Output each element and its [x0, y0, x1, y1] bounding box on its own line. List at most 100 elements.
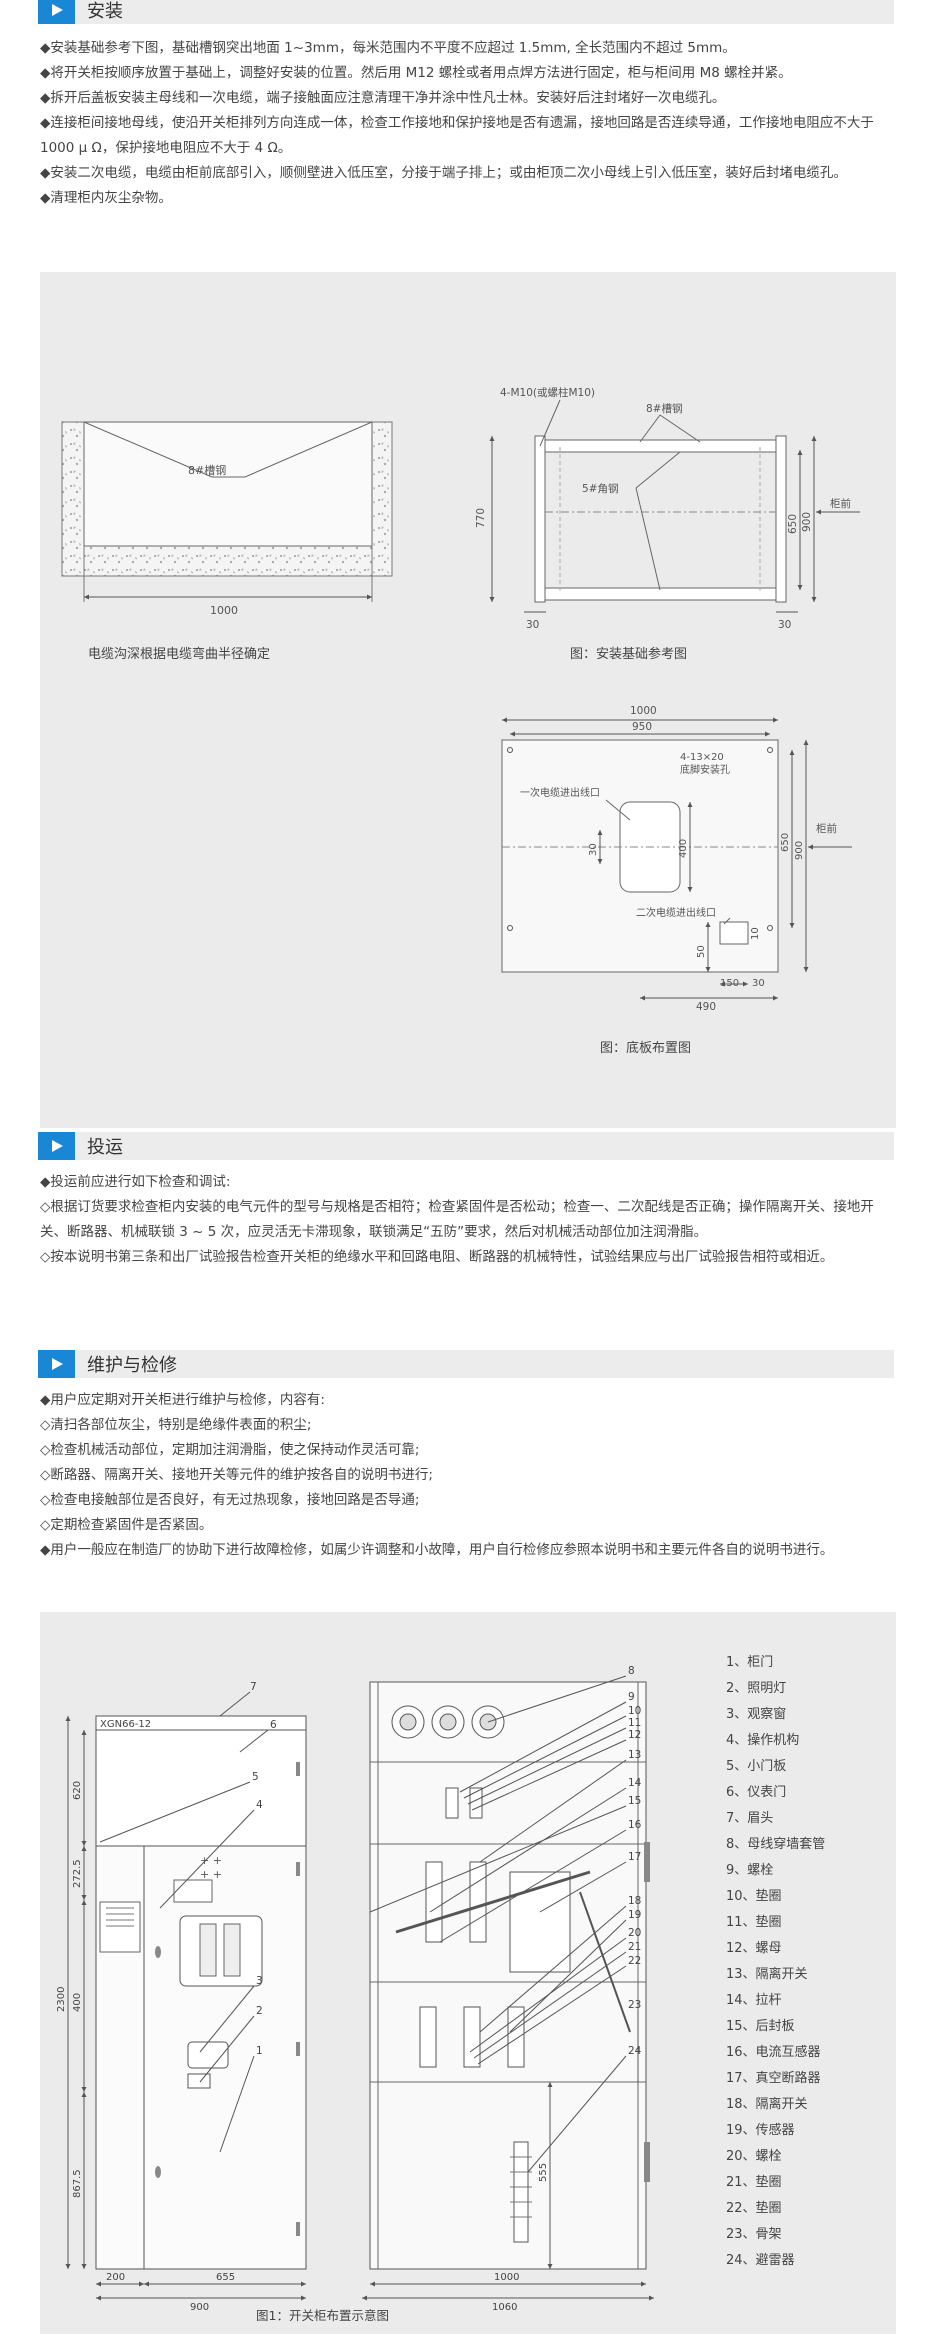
dim-plate-1000: 1000 [630, 705, 657, 717]
dim-200: 200 [106, 2272, 125, 2283]
dim-555: 555 [538, 2163, 549, 2182]
model-label: XGN66-12 [100, 1719, 151, 1730]
paragraph: ◇清扫各部位灰尘，特别是绝缘件表面的积尘; [40, 1417, 312, 1433]
cabinet-layout-drawing: XGN66-12 + + + + [56, 1655, 825, 2323]
dim-plate-50: 50 [696, 945, 707, 958]
legend-item: 20、螺栓 [726, 2149, 782, 2164]
figure-panel-cabinet: XGN66-12 + + + + [40, 1612, 896, 2334]
dim-plate-490: 490 [696, 1001, 716, 1013]
dim-plate-30: 30 [588, 843, 599, 856]
dim-655: 655 [216, 2272, 235, 2283]
legend-item: 23、骨架 [726, 2227, 782, 2242]
label-holes: 4-13×20 [680, 752, 724, 763]
legend-item: 17、真空断路器 [726, 2070, 821, 2086]
installation-drawing: 8#槽钢 1000 电缆沟深根据电缆弯曲半径确定 4-M10(或螺柱M10) 8… [61, 386, 860, 1056]
paragraph: ◇检查机械活动部位，定期加注润滑脂，使之保持动作灵活可靠; [40, 1442, 420, 1458]
label-channel-steel-2: 8#槽钢 [646, 402, 682, 415]
install-text: ◆安装基础参考下图，基础槽钢突出地面 1~3mm，每米范围内不平度不应超过 1.… [40, 36, 896, 211]
dim-plate-150: 150 [720, 978, 739, 989]
callout-number: 20 [628, 1927, 641, 1939]
legend-item: 22、垫圈 [726, 2200, 782, 2216]
section-header-commission: 投运 [38, 1132, 894, 1160]
dim-620: 620 [72, 1781, 83, 1800]
legend-item: 21、垫圈 [726, 2174, 782, 2190]
paragraph: ◇定期检查紧固件是否紧固。 [40, 1517, 213, 1533]
callout-number: 7 [250, 1681, 257, 1693]
front-dimensions [65, 1716, 306, 2301]
callout-number: 9 [628, 1691, 635, 1703]
legend-item: 16、电流互感器 [726, 2044, 821, 2060]
svg-text:+ +: + + [200, 1868, 222, 1881]
cabinet-caption: 图1：开关柜布置示意图 [256, 2308, 389, 2323]
paragraph: ◇根据订货要求检查柜内安装的电气元件的型号与规格是否相符；检查紧固件是否松动；检… [40, 1199, 874, 1240]
paragraph: ◆用户应定期对开关柜进行维护与检修，内容有: [40, 1392, 325, 1408]
callout-number: 14 [628, 1777, 642, 1789]
paragraph: ◆安装二次电缆，电缆由柜前底部引入，顺侧壁进入低压室，分接于端子排上；或由柜顶二… [40, 165, 847, 181]
section-title: 投运 [87, 1137, 123, 1158]
legend-item: 14、拉杆 [726, 1993, 782, 2008]
legend-item: 7、眉头 [726, 1811, 773, 1826]
callout-number: 12 [628, 1729, 641, 1741]
legend-item: 15、后封板 [726, 2019, 795, 2034]
callout-number: 22 [628, 1955, 641, 1967]
label-plate-front: 柜前 [816, 822, 837, 835]
side-callout-numbers: 8 9 10 11 12 13 14 15 16 17 18 19 20 21 … [628, 1665, 642, 2057]
legend-item: 2、照明灯 [726, 1681, 786, 1696]
front-callout-numbers: 7 6 5 4 3 2 1 [250, 1681, 277, 2057]
dim-770: 770 [475, 508, 487, 528]
foundation-caption: 图：安装基础参考图 [570, 646, 687, 662]
legend-item: 19、传感器 [726, 2122, 795, 2138]
base-plate-drawing: 1000 950 4-13×20 底脚安装孔 一次电缆进出线口 30 400 6… [501, 705, 852, 1013]
paragraph: ◆连接柜间接地母线，使沿开关柜排列方向连成一体，检查工作接地和保护接地是否有遗漏… [40, 115, 874, 156]
play-arrow-icon [38, 1350, 75, 1378]
dim-plate-400: 400 [678, 839, 689, 858]
label-channel-steel: 8#槽钢 [188, 464, 226, 477]
plate-caption: 图：底板布置图 [600, 1040, 691, 1056]
dim-650: 650 [787, 514, 799, 534]
paragraph: ◇断路器、隔离开关、接地开关等元件的维护按各自的说明书进行; [40, 1467, 433, 1483]
label-bolt: 4-M10(或螺柱M10) [500, 386, 595, 399]
dim-900-front: 900 [190, 2302, 209, 2313]
legend-item: 8、母线穿墙套管 [726, 1836, 825, 1852]
paragraph: ◆用户一般应在制造厂的协助下进行故障检修，如属少许调整和小故障，用户自行检修应参… [40, 1542, 834, 1558]
paragraph: ◆安装基础参考下图，基础槽钢突出地面 1~3mm，每米范围内不平度不应超过 1.… [40, 40, 736, 56]
legend-item: 4、操作机构 [726, 1732, 799, 1748]
label-angle-steel: 5#角钢 [582, 482, 618, 495]
cable-trench-drawing: 8#槽钢 1000 [61, 421, 393, 617]
dim-plate-10: 10 [750, 927, 761, 940]
cabinet-front-view: XGN66-12 + + + + [95, 1715, 307, 2270]
callout-number: 3 [256, 1975, 263, 1987]
play-arrow-icon [38, 1132, 75, 1160]
dim-272-5: 272.5 [72, 1859, 83, 1888]
legend-item: 11、垫圈 [726, 1914, 782, 1930]
callout-number: 24 [628, 2045, 642, 2057]
legend-item: 18、隔离开关 [726, 2096, 808, 2112]
label-primary-cable: 一次电缆进出线口 [520, 786, 600, 799]
section-title: 维护与检修 [87, 1355, 177, 1376]
label-secondary-cable: 二次电缆进出线口 [636, 906, 716, 919]
paragraph: ◇检查电接触部位是否良好，有无过热现象，接地回路是否导通; [40, 1492, 420, 1508]
callout-number: 1 [256, 2045, 263, 2057]
paragraph: ◆将开关柜按顺序放置于基础上，调整好安装的位置。然后用 M12 螺栓或者用点焊方… [40, 65, 792, 81]
dim-30-right: 30 [778, 619, 791, 631]
dim-900: 900 [801, 512, 813, 532]
callout-number: 21 [628, 1941, 641, 1953]
dim-plate-30b: 30 [752, 978, 765, 989]
maintain-text: ◆用户应定期对开关柜进行维护与检修，内容有: ◇清扫各部位灰尘，特别是绝缘件表面… [40, 1388, 896, 1563]
callout-number: 19 [628, 1909, 641, 1921]
dim-867-5: 867.5 [72, 2169, 83, 2198]
callout-number: 13 [628, 1749, 641, 1761]
legend-item: 13、隔离开关 [726, 1966, 808, 1982]
paragraph: ◇按本说明书第三条和出厂试验报告检查开关柜的绝缘水平和回路电阻、断路器的机械特性… [40, 1249, 834, 1265]
foundation-drawing: 4-M10(或螺柱M10) 8#槽钢 5#角钢 770 650 900 柜前 3… [475, 386, 860, 631]
paragraph: ◆清理柜内灰尘杂物。 [40, 190, 172, 206]
front-callouts [99, 1691, 269, 2153]
dim-1000: 1000 [210, 604, 238, 617]
legend-item: 3、观察窗 [726, 1706, 786, 1722]
dim-plate-900: 900 [794, 841, 805, 860]
dim-1060: 1060 [492, 2302, 517, 2313]
dim-1000-side: 1000 [494, 2272, 519, 2283]
side-dimensions [362, 2082, 654, 2301]
figure-panel-installation: 8#槽钢 1000 电缆沟深根据电缆弯曲半径确定 4-M10(或螺柱M10) 8… [40, 272, 896, 1128]
callout-number: 16 [628, 1819, 642, 1831]
